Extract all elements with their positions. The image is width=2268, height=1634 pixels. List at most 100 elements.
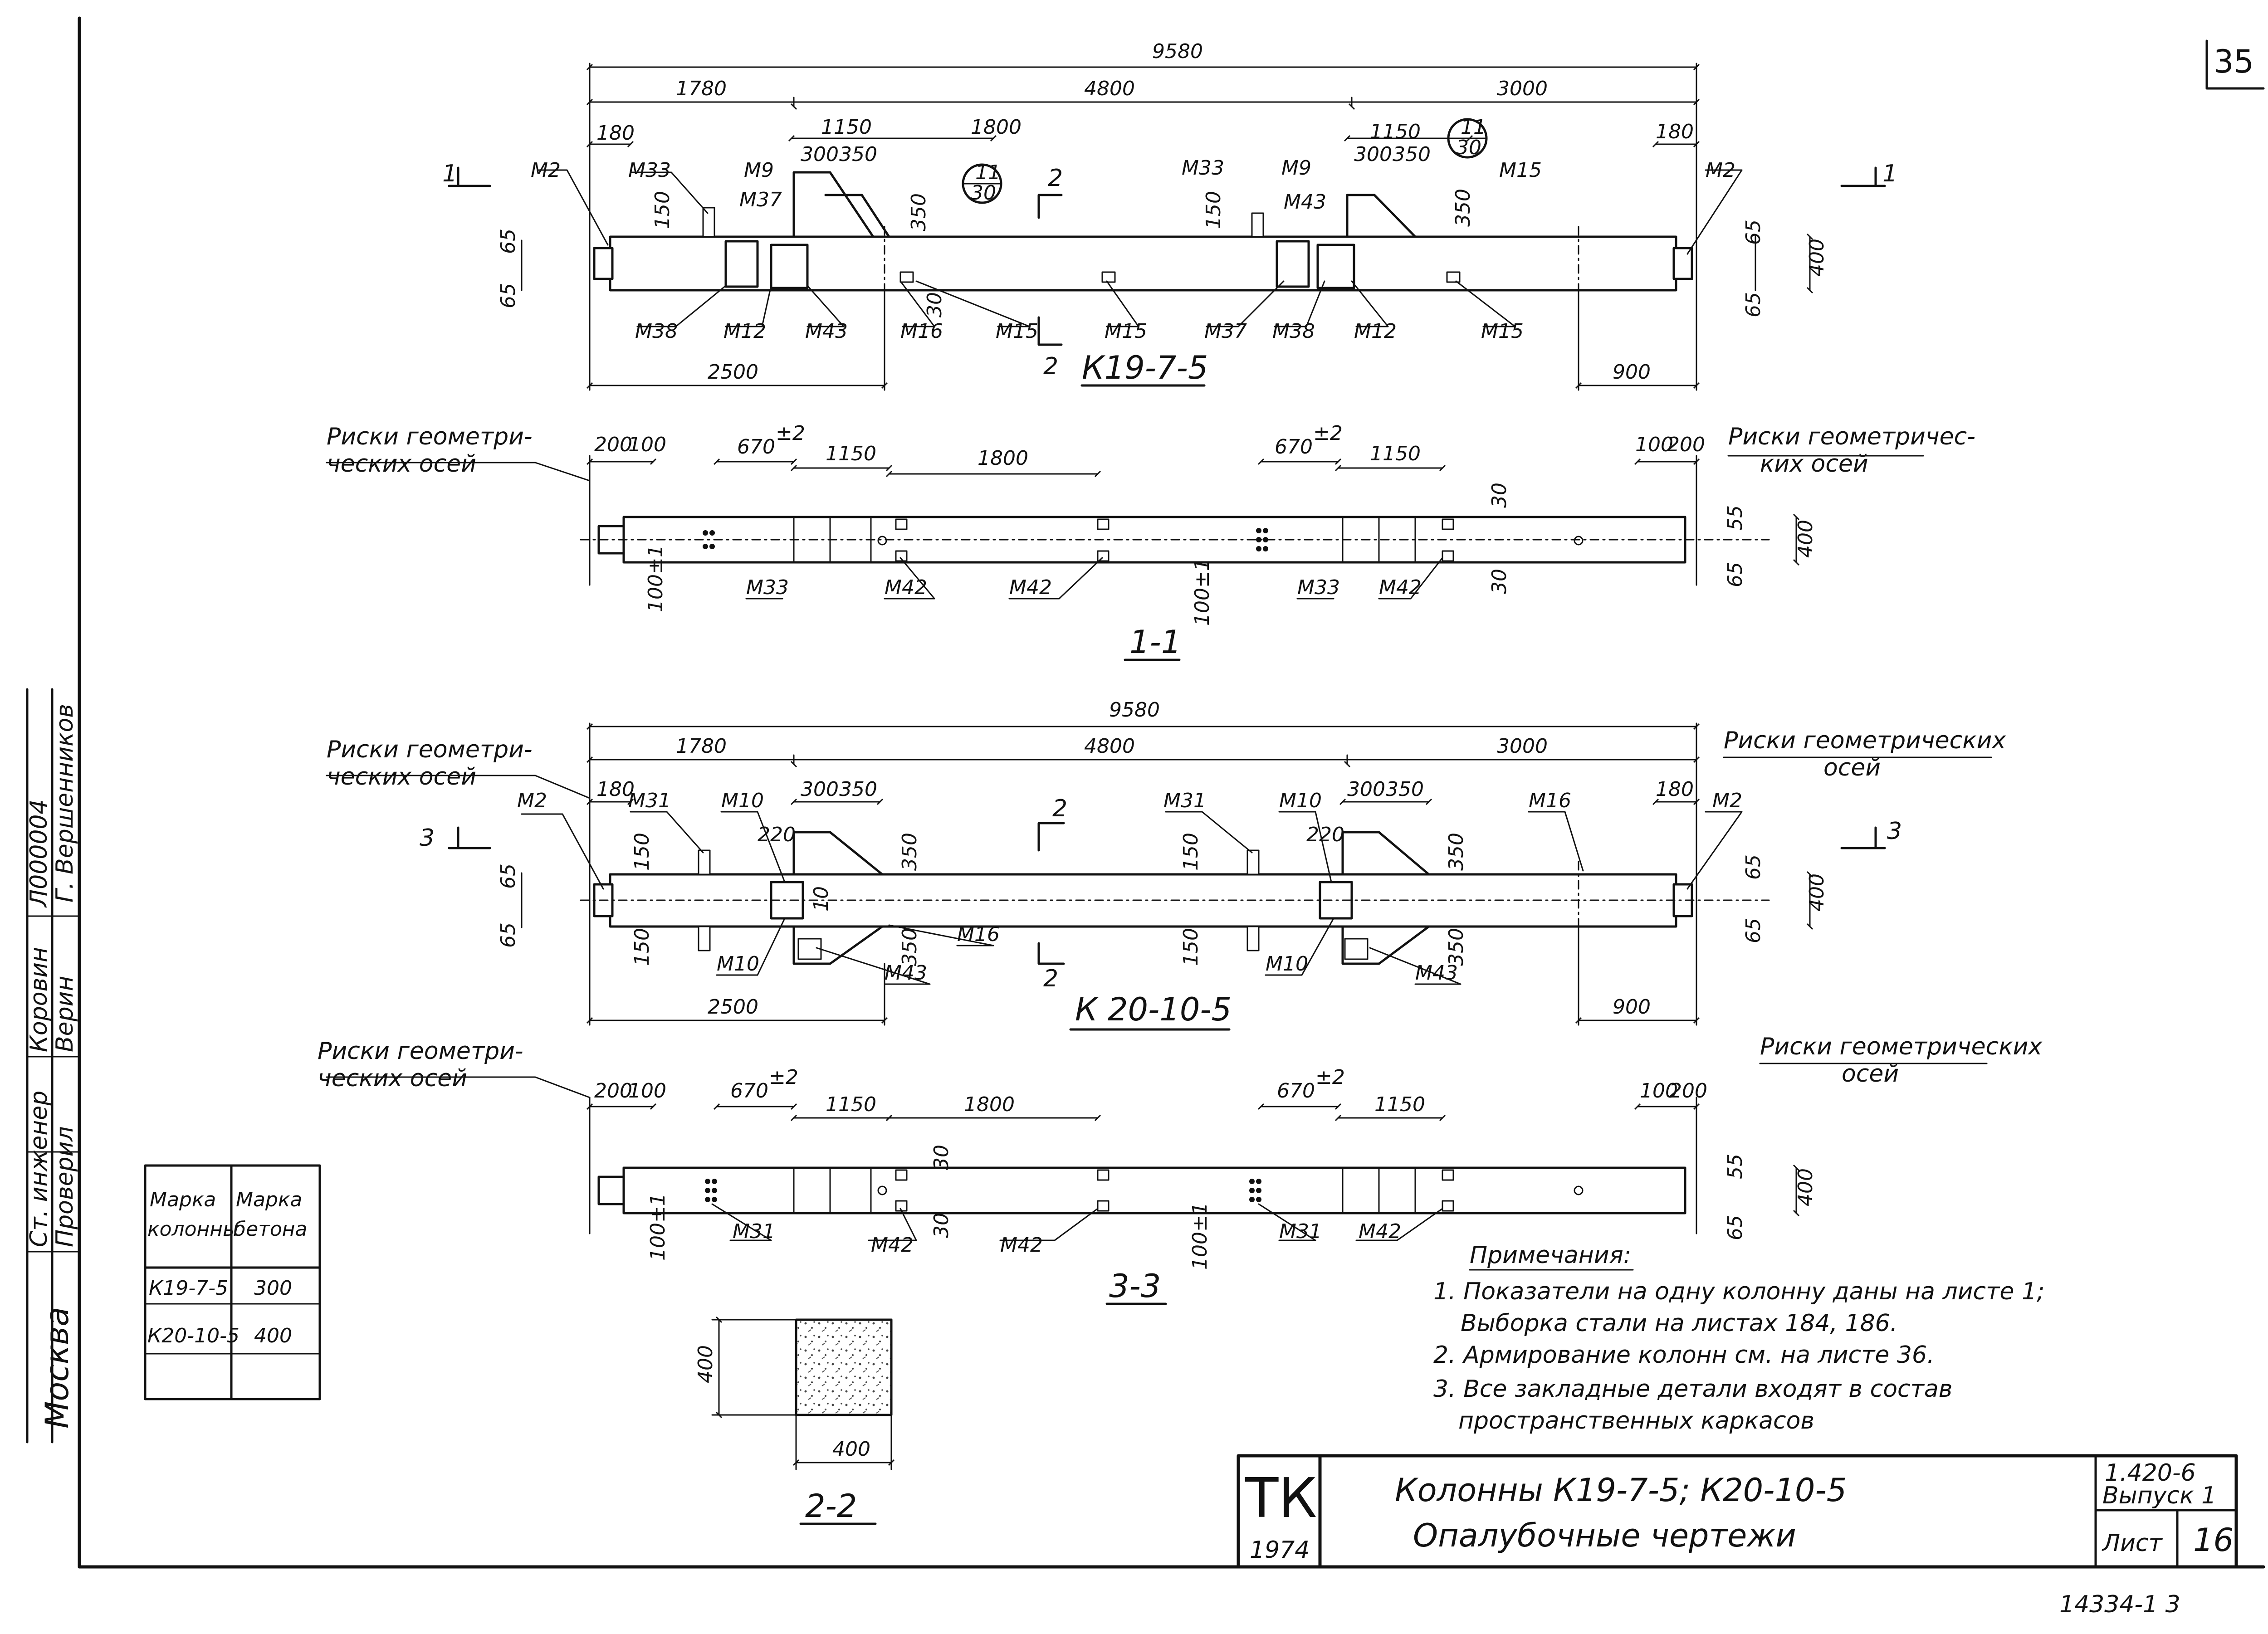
s33-dim-200: 200 — [594, 1079, 632, 1102]
s33-label-M31-b: М31 — [1279, 1220, 1322, 1243]
c1-dim-65-tl: 65 — [497, 229, 520, 254]
s11-dim-1150b: 1150 — [1370, 442, 1421, 465]
c2-dim-300b: 300 — [1347, 778, 1385, 801]
s33-dim-400: 400 — [1794, 1168, 1817, 1206]
title-line1: Колонны К19-7-5; К20-10-5 — [1395, 1472, 1847, 1509]
s11-dim-30b: 30 — [1488, 569, 1511, 594]
s11-title: 1-1 — [1129, 624, 1181, 661]
c1-label-M15-top: М15 — [1499, 159, 1542, 182]
c1-label-M37-b: М37 — [1204, 320, 1247, 343]
c2-section-3-left: 3 — [420, 824, 435, 852]
c1-dim-30: 30 — [923, 292, 946, 317]
notes-item-1: 1. Показатели на одну колонну даны на ли… — [1433, 1278, 2045, 1305]
concrete-table: Марка колонны Марка бетона К19-7-5 300 К… — [144, 1164, 321, 1400]
c1-dim-65-bl: 65 — [497, 283, 520, 308]
c1-label-M33-b: М33 — [1182, 156, 1224, 180]
column1-texts: 9580 1780 4800 3000 180 1150 1800 300 35… — [442, 40, 1897, 387]
c1-label-M38-b: М38 — [1272, 320, 1315, 343]
section-2-2-hatch — [795, 1318, 893, 1416]
c2-dim-900: 900 — [1613, 995, 1651, 1019]
c1-section-2-bottom: 2 — [1043, 353, 1058, 380]
notes-item-2: Выборка стали на листах 184, 186. — [1461, 1310, 1897, 1337]
c2-label-M16-b: М16 — [1529, 789, 1571, 812]
c1-label-M12-a: М12 — [723, 320, 766, 343]
c1-dim-2500: 2500 — [708, 361, 758, 384]
bottom-right-stamp: 14334-1 3 — [2059, 1591, 2180, 1618]
s11-dim-65: 65 — [1724, 562, 1747, 587]
c1-dim-180R: 180 — [1656, 120, 1694, 143]
c2-label-M43-a: М43 — [885, 961, 927, 985]
c2-dim-total: 9580 — [1109, 698, 1160, 722]
c1-dim-total: 9580 — [1152, 40, 1203, 63]
c1-dim-1800: 1800 — [971, 116, 1022, 139]
s33-dim-1150: 1150 — [826, 1093, 876, 1116]
s11-dim-670b: 670 — [1275, 435, 1313, 458]
s11-tol: ±2 — [776, 422, 805, 445]
notes-title: Примечания: — [1470, 1242, 1631, 1269]
c2-label-M43-b: М43 — [1415, 961, 1458, 985]
column2-texts: 9580 1780 4800 3000 180 300 350 300 350 … — [327, 698, 2006, 1031]
table-header-col2-l1: Марка — [236, 1188, 302, 1211]
s33-label-M31-a: М31 — [733, 1220, 775, 1243]
s11-dim-200R: 200 — [1667, 433, 1705, 456]
c1-label-M2-right: М2 — [1706, 159, 1735, 182]
c2-dim-180L: 180 — [596, 778, 635, 801]
c2-section-3-right: 3 — [1887, 818, 1902, 845]
s33-label-M42-b: М42 — [1000, 1234, 1043, 1257]
s33-dim-1800: 1800 — [964, 1093, 1015, 1116]
c1-label-M15-a: М15 — [996, 320, 1038, 343]
title-series: 1.420-6 — [2105, 1459, 2196, 1487]
s22-dim-h: 400 — [694, 1345, 717, 1383]
table-header-col1-l1: Марка — [150, 1188, 216, 1211]
c1-dim-300a: 300 — [801, 143, 839, 166]
c2-dim-350-4: 350 — [1445, 928, 1468, 966]
s33-label-M42-a: М42 — [871, 1234, 914, 1257]
c2-dim-4800: 4800 — [1084, 735, 1135, 758]
c1-label-M15-c: М15 — [1481, 320, 1524, 343]
s11-axis-note-left-1: Риски геометри- — [327, 423, 533, 450]
c1-mark: К19-7-5 — [1082, 349, 1208, 386]
c1-dim-350b: 350 — [1393, 143, 1431, 166]
s11-dim-55: 55 — [1724, 505, 1747, 531]
c2-label-M2-left: М2 — [517, 789, 547, 812]
section-3-3 — [326, 1063, 1988, 1305]
s11-dim-100pm-b: 100±1 — [1191, 558, 1214, 626]
s33-title: 3-3 — [1109, 1268, 1161, 1305]
c2-dim-350-2: 350 — [898, 928, 921, 966]
c1-dim-350a: 350 — [839, 143, 877, 166]
s11-tol-b: ±2 — [1313, 422, 1343, 445]
title-block: ТК 1974 Колонны К19-7-5; К20-10-5 Опалуб… — [1237, 1454, 2238, 1569]
margin-role-2: Проверил — [51, 1126, 78, 1247]
s22-dim-w: 400 — [832, 1438, 870, 1461]
s11-label-M33-b: М33 — [1297, 576, 1340, 599]
s33-label-M42-c: М42 — [1359, 1220, 1401, 1243]
title-sheet-number: 16 — [2193, 1522, 2234, 1559]
section-1-1-texts: Риски геометри- ческих осей Риски геомет… — [327, 422, 1975, 661]
c2-axis-note-left-1: Риски геометри- — [327, 736, 533, 763]
s11-dim-400: 400 — [1794, 520, 1817, 558]
c1-label-M37-a: М37 — [739, 188, 782, 211]
margin-signature-1: Коровин — [25, 947, 53, 1052]
c2-label-M10-c: М10 — [717, 952, 759, 976]
c1-dim-350a-v: 350 — [907, 193, 930, 231]
s11-dim-30a: 30 — [1488, 483, 1511, 508]
c2-dim-350-1: 350 — [898, 833, 921, 871]
c1-dim-180L: 180 — [596, 122, 635, 145]
c2-dim-350-3: 350 — [1445, 833, 1468, 871]
s11-label-M42-b: М42 — [1009, 576, 1052, 599]
c2-dim-2500: 2500 — [708, 995, 758, 1019]
s33-dim-670b: 670 — [1277, 1079, 1315, 1102]
c1-circle-b-bottom: 30 — [1456, 136, 1481, 159]
s33-axis-note-left-1: Риски геометри- — [318, 1038, 523, 1065]
table-row2-col2: 400 — [254, 1324, 292, 1347]
c1-label-M12-b: М12 — [1354, 320, 1397, 343]
s33-axis-note-right-2: осей — [1842, 1060, 1899, 1088]
c1-label-M9-a: М9 — [744, 159, 774, 182]
c1-dim-400: 400 — [1805, 239, 1828, 277]
c1-label-M9-b: М9 — [1281, 156, 1311, 180]
s33-dim-100pm-a: 100±1 — [646, 1193, 670, 1261]
c1-label-M33-a: М33 — [628, 159, 671, 182]
s11-dim-200: 200 — [594, 433, 632, 456]
table-row1-col2: 300 — [254, 1277, 292, 1300]
s33-dim-30a: 30 — [930, 1145, 953, 1170]
